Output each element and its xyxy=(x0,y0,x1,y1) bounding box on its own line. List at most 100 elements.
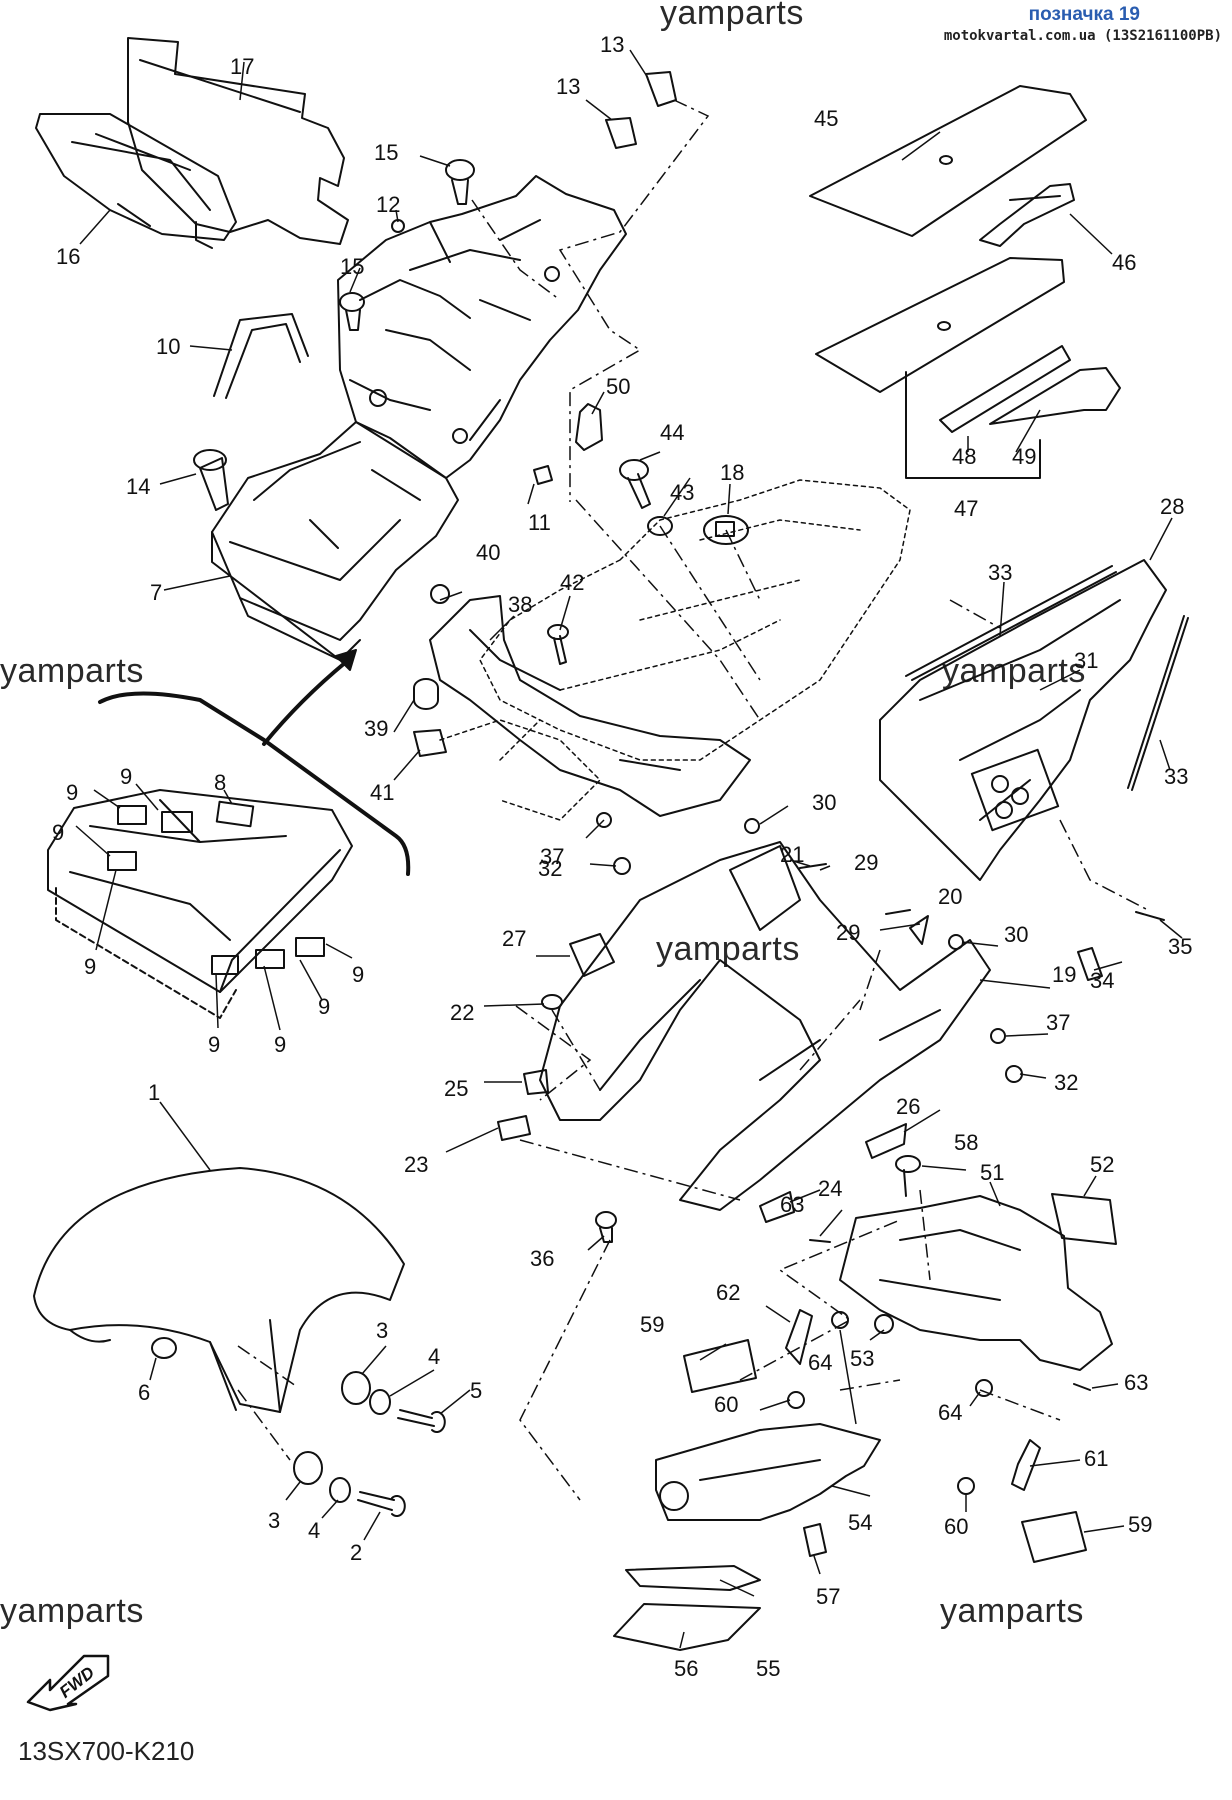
part-9-pad xyxy=(117,805,147,825)
part-4-spacer xyxy=(369,1389,391,1415)
part-30-nut xyxy=(744,818,760,834)
callout: 13 xyxy=(556,74,580,99)
callout: 39 xyxy=(364,716,388,741)
part-9-pad xyxy=(211,955,239,975)
part-25-pad xyxy=(523,1069,549,1095)
callout: 44 xyxy=(660,420,684,445)
watermark: yamparts xyxy=(0,1592,144,1630)
callout: 4 xyxy=(308,1518,320,1543)
callout: 22 xyxy=(450,1000,474,1025)
callout: 9 xyxy=(66,780,78,805)
callout: 14 xyxy=(126,474,150,499)
callout: 20 xyxy=(938,884,962,909)
callout: 61 xyxy=(1084,1446,1108,1471)
part-41-block xyxy=(413,729,447,757)
part-63-bolt xyxy=(809,1239,1091,1391)
callout: 11 xyxy=(528,510,551,535)
callout: 64 xyxy=(808,1350,832,1375)
callout: 63 xyxy=(1124,1370,1148,1395)
callout: 28 xyxy=(1160,494,1184,519)
part-24-pad xyxy=(759,1191,795,1223)
callout: 34 xyxy=(1090,968,1114,993)
detail-callout-bracket xyxy=(98,691,411,876)
callout: 59 xyxy=(640,1312,664,1337)
callout: 46 xyxy=(1112,250,1136,275)
part-59-reflector xyxy=(683,1339,757,1393)
part-53-nut xyxy=(874,1314,894,1334)
callout: 37 xyxy=(540,844,564,869)
callout: 31 xyxy=(1074,648,1098,673)
part-rear-inner-fender xyxy=(337,175,627,479)
part-49-wrench xyxy=(989,367,1121,425)
watermark: yamparts xyxy=(660,0,804,32)
part-59-reflector xyxy=(1021,1511,1087,1563)
part-22-washer xyxy=(541,994,563,1010)
callout: 12 xyxy=(376,192,400,217)
part-48-socket-tool xyxy=(939,345,1071,433)
part-60-nut xyxy=(957,1477,975,1495)
frame-phantom xyxy=(439,479,911,821)
part-30-nut xyxy=(948,934,964,950)
part-39-nut xyxy=(413,678,439,710)
part-37-bolt xyxy=(990,1028,1006,1044)
part-62-bracket xyxy=(785,1309,813,1365)
part-47-tool-bag xyxy=(815,257,1065,393)
part-11-nut xyxy=(533,465,553,485)
part-2-bolt xyxy=(357,1491,406,1517)
callout: 49 xyxy=(1012,444,1036,469)
part-60-nut xyxy=(787,1391,805,1409)
part-56-cover xyxy=(613,1603,761,1651)
part-44-bolt xyxy=(619,459,651,509)
callout: 15 xyxy=(374,140,398,165)
callout: 33 xyxy=(988,560,1012,585)
watermark: yamparts xyxy=(656,930,800,968)
callout: 40 xyxy=(476,540,500,565)
part-18-grommet xyxy=(703,515,749,545)
callout: 5 xyxy=(470,1378,482,1403)
part-9-pad xyxy=(295,937,325,957)
part-3-collar xyxy=(341,1371,371,1405)
callout: 64 xyxy=(938,1400,962,1425)
callout: 1 xyxy=(148,1080,160,1105)
part-9-pad xyxy=(107,851,137,871)
part-20-bracket xyxy=(909,915,929,945)
callout: 32 xyxy=(538,856,562,881)
part-13-pad xyxy=(645,71,677,107)
part-33-strip xyxy=(1127,615,1189,791)
callout: 63 xyxy=(780,1192,804,1217)
callout: 38 xyxy=(508,592,532,617)
callout: 42 xyxy=(560,570,584,595)
callout: 9 xyxy=(52,820,64,845)
callout: 30 xyxy=(1004,922,1028,947)
part-14-bolt xyxy=(193,449,229,511)
callout: 54 xyxy=(848,1510,872,1535)
callout: 10 xyxy=(156,334,180,359)
callout: 58 xyxy=(954,1130,978,1155)
callout: 53 xyxy=(850,1346,874,1371)
callout: 52 xyxy=(1090,1152,1114,1177)
part-8-pad xyxy=(215,800,255,828)
part-4-spacer xyxy=(329,1477,351,1503)
fwd-arrow-icon: FWD xyxy=(26,1654,110,1712)
part-32-nut xyxy=(613,857,631,875)
part-45-plate xyxy=(809,85,1087,237)
callout: 9 xyxy=(318,994,330,1019)
part-57-clip xyxy=(803,1523,827,1557)
part-46-straps xyxy=(979,183,1075,247)
part-55-cover xyxy=(625,1565,761,1591)
callout: 9 xyxy=(120,764,132,789)
callout: 27 xyxy=(502,926,526,951)
callout: 29 xyxy=(854,850,878,875)
part-10-strap xyxy=(213,313,309,399)
callout: 50 xyxy=(606,374,630,399)
part-36-clip xyxy=(595,1211,617,1243)
callout: 60 xyxy=(714,1392,738,1417)
part-9-pad xyxy=(255,949,285,969)
part-64-nut xyxy=(975,1379,993,1397)
callout-labels: 1 2 3 3 4 4 5 6 7 8 9 9 9 9 9 9 9 9 10 1… xyxy=(52,32,1192,1681)
part-35-rod xyxy=(1135,911,1165,921)
part-38-bracket xyxy=(429,595,751,817)
part-19-rail xyxy=(539,841,991,1211)
watermark: yamparts xyxy=(940,1592,1084,1630)
